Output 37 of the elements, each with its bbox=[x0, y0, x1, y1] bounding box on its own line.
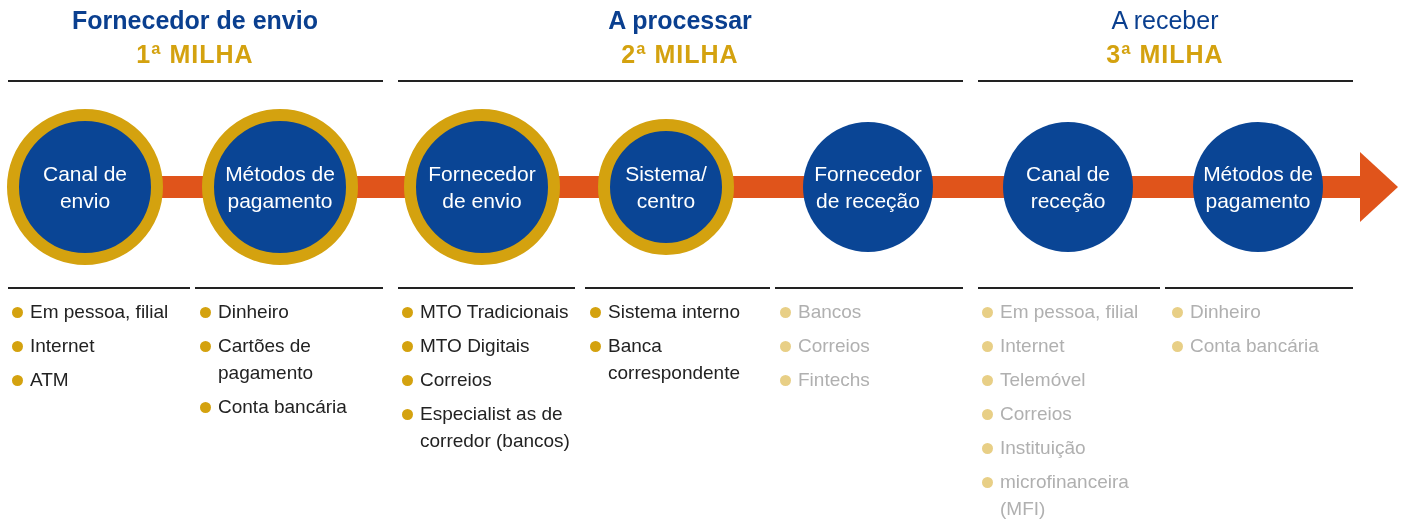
stage-subheading: 2ª MILHA bbox=[620, 40, 740, 69]
stage-heading: A receber bbox=[1110, 6, 1220, 35]
list-item: Especialist as de corredor (bancos) bbox=[420, 403, 570, 451]
list-item: Internet bbox=[30, 335, 95, 356]
list-item: Instituição bbox=[1000, 437, 1086, 458]
list-item: Banca correspondente bbox=[608, 335, 741, 383]
list-item: Em pessoa, filial bbox=[1000, 301, 1139, 322]
list-item: Bancos bbox=[798, 301, 862, 322]
arrow bbox=[1321, 152, 1398, 222]
list-item: Fintechs bbox=[798, 369, 870, 390]
list-item: Em pessoa, filial bbox=[30, 301, 169, 322]
list-item: Internet bbox=[1000, 335, 1065, 356]
list-item: Conta bancária bbox=[1190, 335, 1319, 356]
stage-subheading: 1ª MILHA bbox=[135, 40, 255, 69]
list-item: Dinheiro bbox=[218, 301, 289, 322]
list-item: ATM bbox=[30, 369, 69, 390]
stage-circle: Métodos de pagamento bbox=[202, 109, 358, 265]
stage-circle: Fornecedor de envio bbox=[404, 109, 560, 265]
stage-heading: Fornecedor de envio bbox=[71, 6, 319, 35]
list-item: Conta bancária bbox=[218, 396, 347, 417]
stage-circle: Canal de envio bbox=[7, 109, 163, 265]
list-item: Sistema interno bbox=[608, 301, 740, 322]
stage-circle: Canal de receção bbox=[1003, 122, 1133, 252]
stage-circle: Fornecedor de receção bbox=[803, 122, 933, 252]
list-item: Telemóvel bbox=[1000, 369, 1086, 390]
list-item: Dinheiro bbox=[1190, 301, 1261, 322]
list-item: MTO Tradicionais bbox=[420, 301, 569, 322]
stage-heading: A processar bbox=[607, 6, 753, 35]
list-item: Correios bbox=[798, 335, 870, 356]
list-item: microfinanceira (MFI) bbox=[1000, 471, 1129, 519]
stage-circle: Sistema/ centro bbox=[598, 119, 734, 255]
stage-subheading: 3ª MILHA bbox=[1105, 40, 1225, 69]
list-item: Cartões de pagamento bbox=[218, 335, 314, 383]
list-item: Correios bbox=[420, 369, 492, 390]
stage-circle: Métodos de pagamento bbox=[1193, 122, 1323, 252]
list-item: MTO Digitais bbox=[420, 335, 530, 356]
list-item: Correios bbox=[1000, 403, 1072, 424]
